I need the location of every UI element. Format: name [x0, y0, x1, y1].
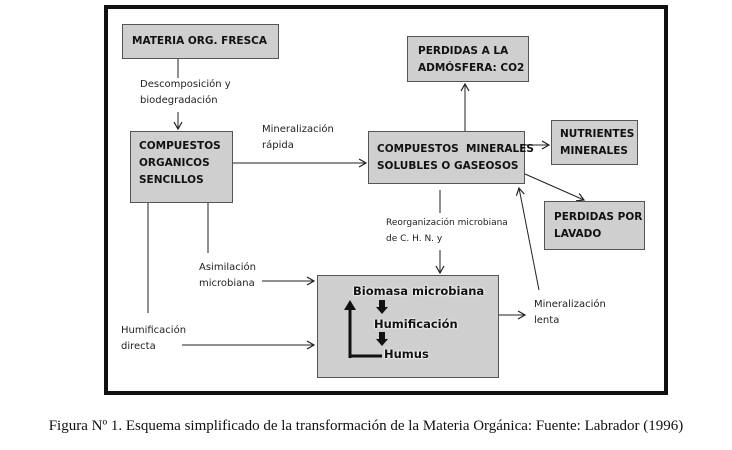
label-text: lenta: [534, 315, 560, 326]
box-biomasa-microbiana: Biomasa microbiana Humificación Humus: [317, 275, 499, 378]
label-text: biodegradación: [140, 95, 218, 106]
box-text: MATERIA ORG. FRESCA: [132, 35, 267, 47]
down-arrow-icon: [376, 332, 388, 346]
box-perdidas-lavado: PERDIDAS POR LAVADO: [544, 201, 645, 250]
box-text: PERDIDAS POR: [554, 211, 643, 223]
box-text: SOLUBLES O GASEOSOS: [377, 160, 519, 172]
label-text: Humificación: [121, 325, 187, 336]
figure-caption: Figura Nº 1. Esquema simplificado de la …: [48, 418, 684, 434]
label-text: rápida: [262, 140, 294, 151]
biomasa-label: Biomasa microbiana: [353, 284, 485, 298]
label-text: Asimilación: [199, 262, 256, 273]
box-text: ORGANICOS: [139, 157, 210, 169]
box-text: NUTRIENTES: [560, 128, 635, 140]
label-text: directa: [121, 341, 156, 352]
box-compuestos-organicos: COMPUESTOS ORGANICOS SENCILLOS: [130, 131, 233, 203]
arrow-to-lavado: [524, 173, 586, 202]
box-text: COMPUESTOS MINERALES: [377, 143, 534, 155]
box-text: COMPUESTOS: [139, 140, 221, 152]
box-text: MINERALES: [560, 145, 628, 157]
box-text: ADMÓSFERA: CO2: [418, 62, 525, 74]
humus-label: Humus: [384, 347, 429, 361]
box-text: LAVADO: [554, 228, 602, 240]
label-mineralizacion-rapida: Mineralización rápida: [262, 122, 334, 154]
box-compuestos-minerales: COMPUESTOS MINERALES SOLUBLES O GASEOSOS: [368, 131, 534, 184]
label-text: Reorganización microbiana: [386, 218, 508, 228]
arrow-mineralizacion-lenta-up: [515, 186, 540, 291]
box-text: SENCILLOS: [139, 174, 204, 186]
label-mineralizacion-lenta: Mineralización lenta: [534, 297, 606, 329]
box-perdidas-atmosfera: PERDIDAS A LA ADMÓSFERA: CO2: [407, 36, 529, 82]
label-reorganizacion: Reorganización microbiana de C. H. N. y: [386, 215, 508, 247]
box-text: PERDIDAS A LA: [418, 45, 509, 57]
label-text: Descomposición y: [140, 79, 231, 90]
label-text: de C. H. N. y: [386, 234, 443, 244]
humificacion-label: Humificación: [374, 317, 458, 331]
label-text: Mineralización: [534, 299, 606, 310]
label-text: microbiana: [199, 278, 255, 289]
label-descomposicion: Descomposición y biodegradación: [140, 77, 231, 109]
down-arrow-icon: [376, 300, 388, 314]
box-nutrientes-minerales: NUTRIENTES MINERALES: [551, 120, 638, 165]
cycle-arrow-icon: [344, 300, 382, 358]
box-materia-organica-fresca: MATERIA ORG. FRESCA: [122, 24, 279, 59]
label-text: Mineralización: [262, 124, 334, 135]
label-humificacion-directa: Humificación directa: [121, 323, 186, 355]
label-asimilacion: Asimilación microbiana: [199, 260, 256, 292]
